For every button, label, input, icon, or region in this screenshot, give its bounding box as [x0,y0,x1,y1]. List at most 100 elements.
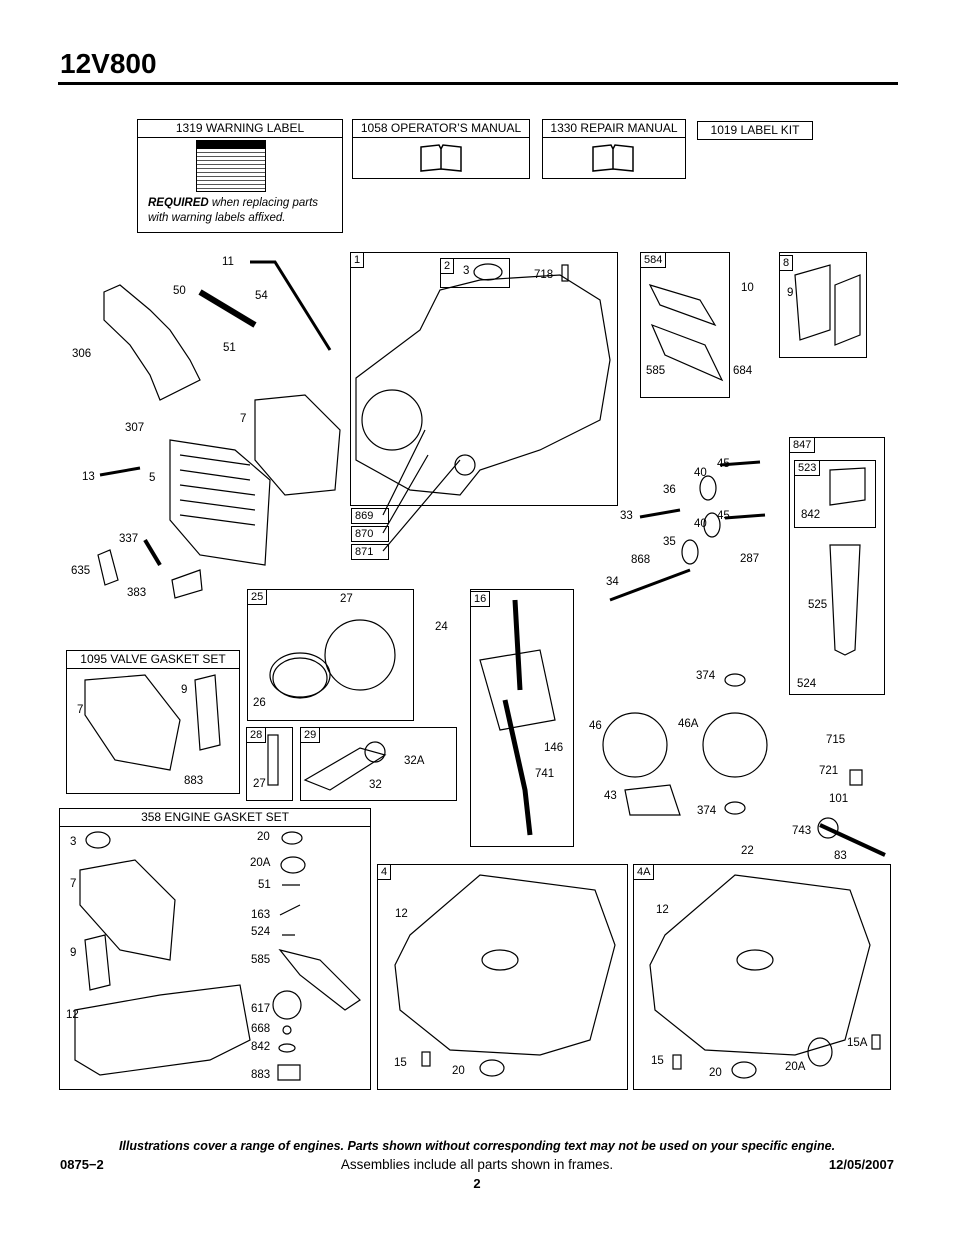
part-label: 525 [808,599,828,611]
operators-manual-header: 1058 OPERATOR’S MANUAL [352,119,530,138]
part-label: 45 [717,510,730,522]
part-label: 883 [251,1069,271,1081]
part-label: 27 [253,778,266,790]
part-label: 741 [535,768,555,780]
frame-16 [470,589,574,847]
warning-label-image [196,140,266,192]
part-label: 842 [251,1041,271,1053]
valve-gasket-set-header: 1095 VALVE GASKET SET [66,650,240,669]
frame-tag: 584 [640,252,667,268]
part-label: 668 [251,1023,271,1035]
part-label: 24 [435,621,448,633]
part-label: 50 [173,285,186,297]
part-label: 20 [709,1067,722,1079]
frame-tag: 4A [633,864,655,880]
part-label: 10 [741,282,754,294]
part-label: 7 [240,413,247,425]
part-label: 7 [70,878,77,890]
part-label: 20 [452,1065,465,1077]
part-label: 45 [717,458,730,470]
part-label: 842 [801,509,821,521]
part-label: 43 [604,790,617,802]
part-label: 12 [66,1009,79,1021]
part-label: 54 [255,290,268,302]
part-label: 9 [181,684,188,696]
part-label: 101 [829,793,849,805]
frame-tag: 8 [779,255,794,271]
part-label: 40 [694,467,707,479]
frame-tag: 1 [350,252,365,268]
part-label: 26 [253,697,266,709]
part-label: 585 [646,365,666,377]
part-label: 32A [404,755,425,767]
part-label: 36 [663,484,676,496]
part-label: 3 [463,265,470,277]
frame-1 [350,252,618,506]
part-label: 287 [740,553,760,565]
part-label: 7 [77,704,84,716]
frame-tag: 16 [470,591,491,607]
footer-date: 12/05/2007 [828,1157,894,1172]
part-label: 12 [395,908,408,920]
valve-gasket-set-box [66,650,240,794]
frame-8 [779,252,867,358]
part-label: 22 [741,845,754,857]
part-label: 524 [797,678,817,690]
part-label: 13 [82,471,95,483]
frame-tag: 523 [794,460,821,476]
label-kit-header: 1019 LABEL KIT [697,121,813,140]
part-label: 51 [223,342,236,354]
part-label: 684 [733,365,753,377]
part-label: 35 [663,536,676,548]
part-label: 15 [394,1057,407,1069]
part-label: 337 [119,533,139,545]
part-label: 307 [125,422,145,434]
title-rule [58,82,898,85]
frame-25 [247,589,414,721]
part-label: 306 [72,348,92,360]
part-label: 5 [149,472,156,484]
part-label: 374 [697,805,717,817]
part-label: 12 [656,904,669,916]
part-label: 15A [847,1037,868,1049]
engine-gasket-set-header: 358 ENGINE GASKET SET [59,808,371,827]
footer-assemblies: Assemblies include all parts shown in fr… [340,1157,614,1172]
part-label: 721 [819,765,839,777]
frame-tag: 4 [377,864,392,880]
repair-manual-header: 1330 REPAIR MANUAL [542,119,686,138]
footer-code: 0875−2 [60,1157,104,1172]
part-label: 20A [250,857,271,869]
part-label: 715 [826,734,846,746]
part-label: 40 [694,518,707,530]
frame-tag: 25 [247,589,268,605]
frame-tag: 2 [440,258,455,274]
part-label: 46 [589,720,602,732]
part-label: 524 [251,926,271,938]
frame-4a [633,864,891,1090]
part-label: 146 [544,742,564,754]
part-label: 617 [251,1003,271,1015]
part-label: 883 [184,775,204,787]
part-label: 46A [678,718,699,730]
part-label: 20 [257,831,270,843]
warning-required-note: REQUIRED when replacing parts with warni… [148,197,319,224]
part-label: 868 [631,554,651,566]
frame-tag: 870 [351,526,389,542]
part-label: 32 [369,779,382,791]
part-label: 34 [606,576,619,588]
engine-gasket-set-box [59,808,371,1090]
part-label: 11 [222,256,234,268]
book-icon [420,144,462,172]
page-title: 12V800 [60,48,157,79]
part-label: 9 [70,947,77,959]
part-label: 9 [787,287,794,299]
part-label: 15 [651,1055,664,1067]
part-label: 635 [71,565,91,577]
part-label: 51 [258,879,271,891]
frame-tag: 871 [351,544,389,560]
frame-tag: 869 [351,508,389,524]
part-label: 718 [534,269,554,281]
page-number: 2 [473,1176,481,1191]
frame-tag: 29 [300,727,321,743]
